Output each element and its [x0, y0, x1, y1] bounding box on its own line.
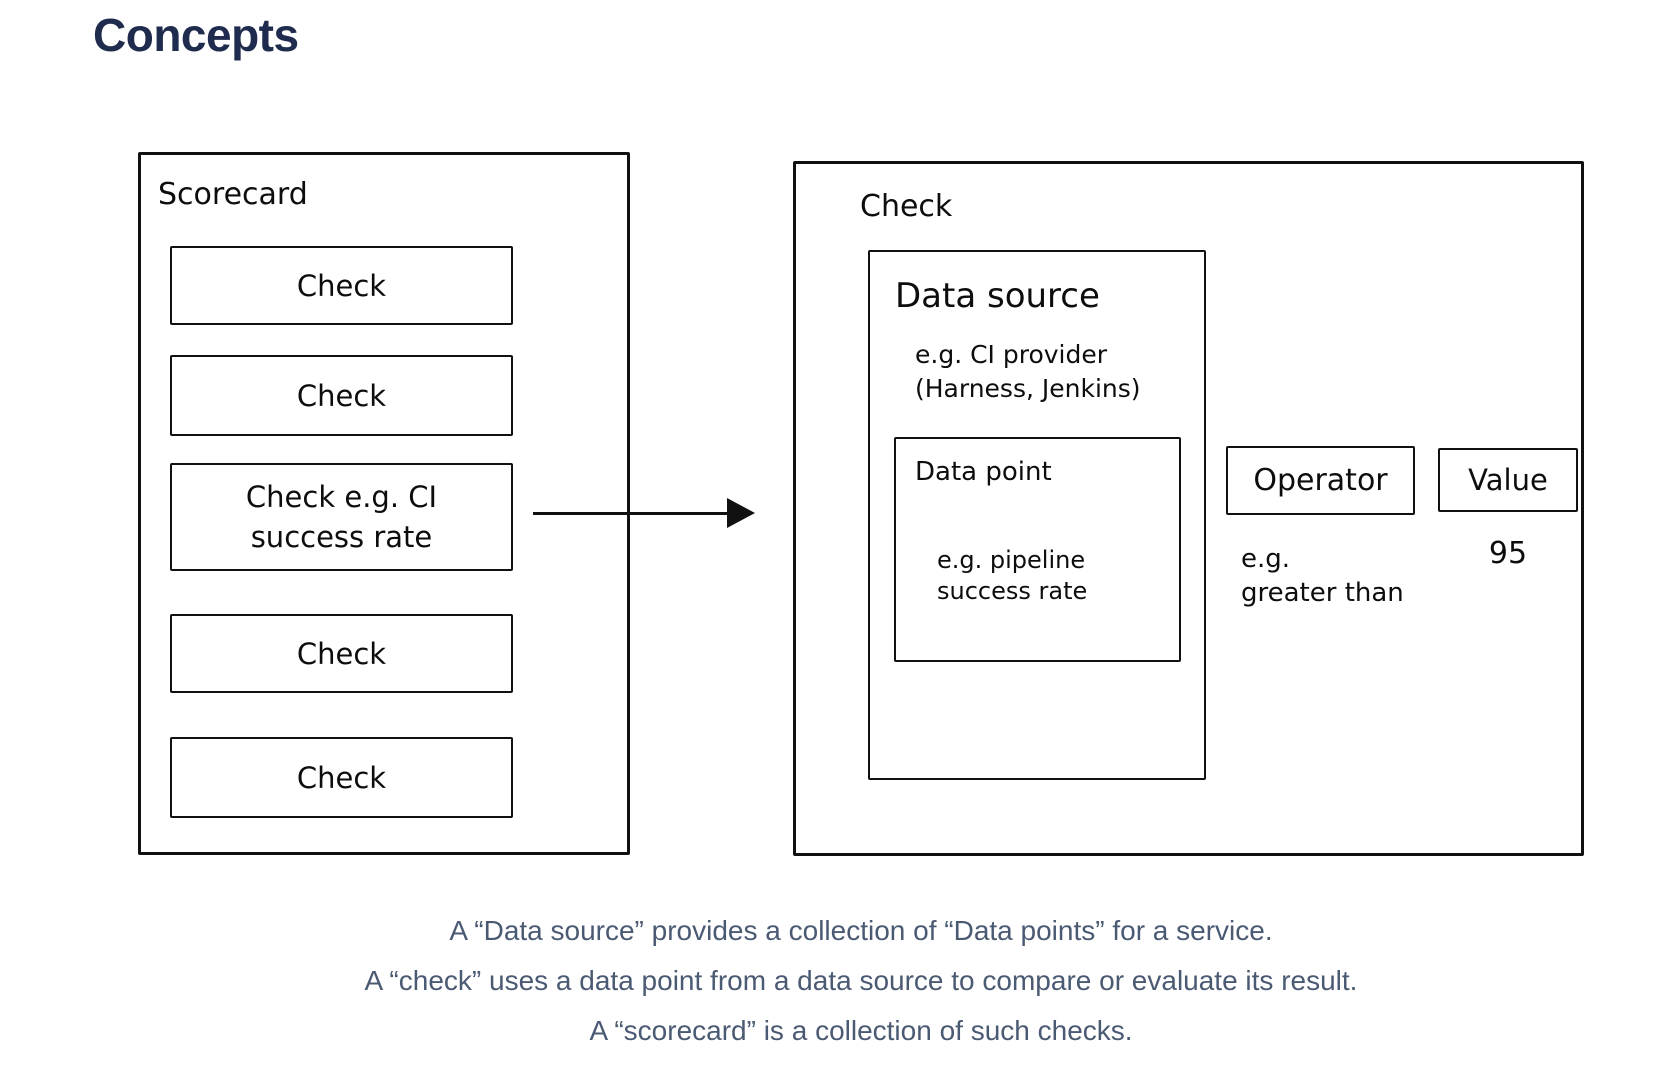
- caption-line-1: A “Data source” provides a collection of…: [449, 915, 1273, 946]
- data-source-example: e.g. CI provider (Harness, Jenkins): [915, 340, 1141, 403]
- data-point-box: Data point e.g. pipeline success rate: [894, 437, 1181, 662]
- data-source-box: Data source e.g. CI provider (Harness, J…: [868, 250, 1206, 780]
- arrow-line: [533, 511, 729, 515]
- value-box: Value: [1438, 448, 1578, 512]
- caption-line-2: A “check” uses a data point from a data …: [364, 965, 1358, 996]
- value-example: 95: [1488, 536, 1528, 571]
- data-point-example: e.g. pipeline success rate: [937, 546, 1088, 605]
- check-detail-label: Check: [860, 189, 953, 224]
- scorecard-check-5: Check: [170, 737, 513, 818]
- page-title: Concepts: [93, 9, 299, 61]
- check-detail-box: Check Data source e.g. CI provider (Harn…: [793, 161, 1584, 856]
- arrow-head-icon: [727, 498, 755, 528]
- caption: A “Data source” provides a collection of…: [138, 906, 1584, 1056]
- scorecard-check-3-ci-success-rate: Check e.g. CI success rate: [170, 463, 513, 571]
- check-to-detail-arrow: [533, 498, 755, 528]
- caption-line-3: A “scorecard” is a collection of such ch…: [589, 1015, 1133, 1046]
- operator-example: e.g. greater than: [1241, 544, 1404, 608]
- scorecard-check-4: Check: [170, 614, 513, 693]
- scorecard-label: Scorecard: [158, 177, 308, 212]
- data-point-label: Data point: [915, 457, 1052, 487]
- scorecard-check-2: Check: [170, 355, 513, 436]
- scorecard-check-1: Check: [170, 246, 513, 325]
- scorecard-box: Scorecard Check Check Check e.g. CI succ…: [138, 152, 630, 855]
- data-source-label: Data source: [895, 276, 1100, 316]
- operator-box: Operator: [1226, 446, 1415, 515]
